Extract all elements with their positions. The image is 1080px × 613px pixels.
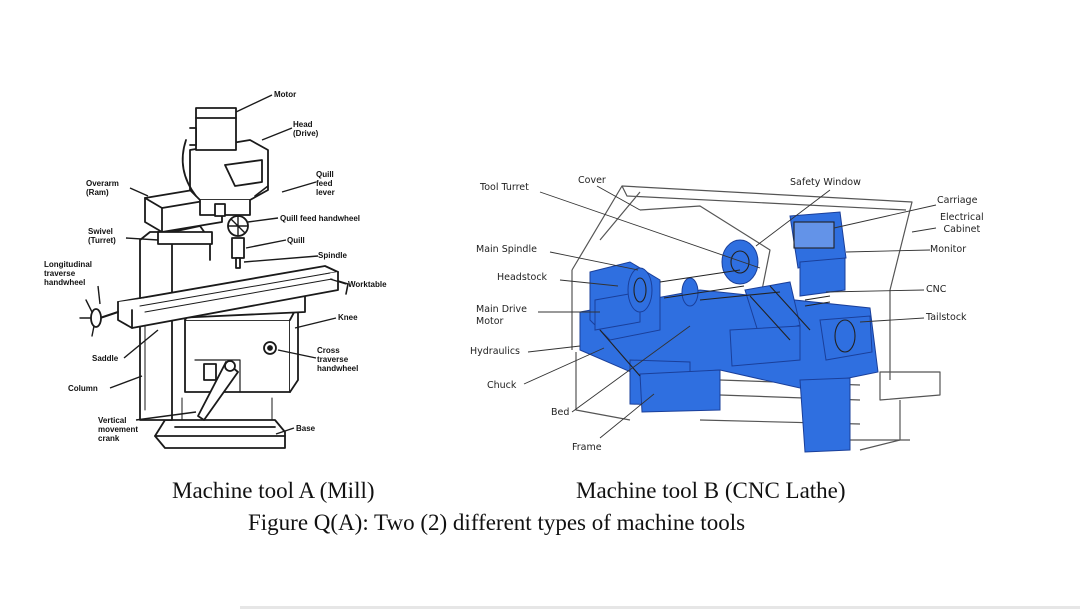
label-knee: Knee (338, 313, 358, 322)
label-column: Column (68, 384, 98, 393)
label-frame: Frame (572, 442, 602, 453)
label-overarm: Overarm (Ram) (86, 179, 119, 197)
label-base: Base (296, 424, 316, 433)
lathe-leader-lines (523, 185, 937, 439)
label-spindle: Spindle (318, 251, 347, 260)
divider (240, 606, 1080, 609)
label-saddle: Saddle (92, 354, 119, 363)
lathe-detail-lines (599, 221, 856, 377)
label-electrical-cabinet: Electrical Cabinet (940, 212, 984, 235)
label-longitudinal-handwheel: Longitudinal traverse handwheel (44, 260, 92, 287)
label-worktable: Worktable (348, 280, 387, 289)
caption-mill: Machine tool A (Mill) (172, 478, 375, 503)
label-swivel: Swivel (Turret) (88, 227, 116, 245)
label-tool-turret: Tool Turret (480, 182, 529, 193)
label-carriage: Carriage (937, 195, 978, 206)
label-cover: Cover (578, 175, 606, 186)
label-monitor: Monitor (930, 244, 967, 255)
figure-caption: Figure Q(A): Two (2) different types of … (248, 510, 746, 535)
mill-drawing (79, 107, 349, 449)
label-vertical-crank: Vertical movement crank (98, 416, 139, 443)
label-chuck: Chuck (487, 380, 517, 391)
label-safety-window: Safety Window (790, 177, 861, 188)
label-quill: Quill (287, 236, 305, 245)
label-bed: Bed (551, 407, 570, 418)
label-head: Head (Drive) (293, 120, 319, 138)
caption-cnc-lathe: Machine tool B (CNC Lathe) (576, 478, 846, 503)
label-tailstock: Tailstock (926, 312, 967, 323)
label-quill-feed-lever: Quill feed lever (316, 170, 335, 197)
label-quill-feed-handwheel: Quill feed handwheel (280, 214, 361, 223)
label-cross-traverse-handwheel: Cross traverse handwheel (317, 346, 359, 373)
label-main-spindle: Main Spindle (476, 244, 537, 255)
mill-leader-lines (97, 94, 347, 435)
label-headstock: Headstock (497, 272, 548, 283)
label-motor: Motor (274, 90, 297, 99)
lathe-blue-parts (579, 211, 879, 453)
label-main-drive-motor: Main Drive Motor (476, 304, 528, 327)
label-cnc: CNC (926, 284, 947, 295)
label-hydraulics: Hydraulics (470, 346, 520, 357)
